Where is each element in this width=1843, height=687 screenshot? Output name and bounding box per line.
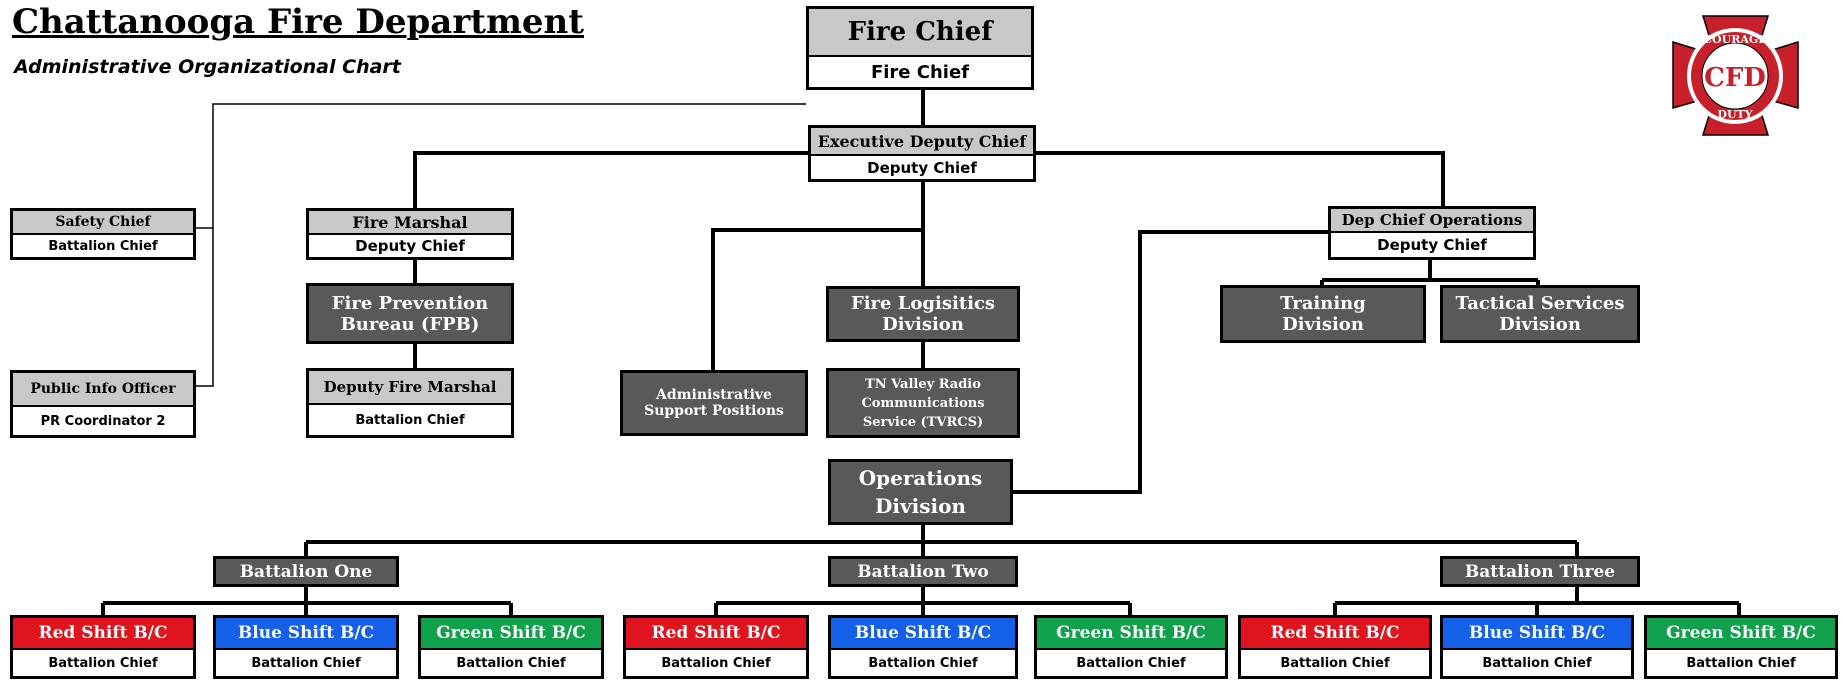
fpb-line1: Fire Prevention (331, 292, 489, 314)
b3-blue-shift-title: Blue Shift B/C (1443, 618, 1631, 650)
training-line1: Training (1280, 293, 1366, 314)
fire-marshal-box: Fire Marshal Deputy Chief (306, 208, 514, 260)
page-title: Chattanooga Fire Department (12, 2, 584, 42)
b1-blue-shift-rank: Battalion Chief (251, 655, 361, 671)
fire-department-logo: COURAGE DUTY CFD (1672, 15, 1799, 136)
tvrcs-line2: Communications (861, 395, 985, 411)
b3-green-shift-rank: Battalion Chief (1686, 655, 1796, 671)
fire-marshal-rank: Deputy Chief (355, 237, 465, 255)
logo-monogram: CFD (1704, 63, 1766, 93)
fpb-line2: Bureau (FPB) (340, 313, 480, 335)
logistics-line2: Division (882, 314, 964, 335)
battalion-two-box: Battalion Two (828, 556, 1018, 587)
exec-deputy-rank: Deputy Chief (867, 158, 977, 177)
operations-division-box: Operations Division (828, 459, 1013, 525)
public-info-box: Public Info Officer PR Coordinator 2 (10, 370, 196, 438)
exec-deputy-box: Executive Deputy Chief Deputy Chief (808, 125, 1036, 182)
b3-blue-shift-rank: Battalion Chief (1482, 655, 1592, 671)
public-info-rank: PR Coordinator 2 (40, 413, 166, 429)
b3-green-shift-title: Green Shift B/C (1647, 618, 1835, 650)
b3-red-shift-title: Red Shift B/C (1241, 618, 1429, 650)
b3-red-shift-box: Red Shift B/C Battalion Chief (1238, 615, 1432, 679)
dep-chief-operations-rank: Deputy Chief (1377, 236, 1487, 254)
fire-marshal-title: Fire Marshal (309, 211, 511, 235)
logo-bottom-text: DUTY (1717, 108, 1752, 121)
admin-support-line2: Support Positions (644, 403, 784, 419)
fire-chief-title: Fire Chief (809, 9, 1031, 57)
b3-blue-shift-box: Blue Shift B/C Battalion Chief (1440, 615, 1634, 679)
page-subtitle: Administrative Organizational Chart (14, 56, 401, 78)
b2-red-shift-box: Red Shift B/C Battalion Chief (623, 615, 809, 679)
b3-green-shift-box: Green Shift B/C Battalion Chief (1644, 615, 1838, 679)
b1-red-shift-title: Red Shift B/C (13, 618, 193, 650)
logistics-division-box: Fire Logisitics Division (826, 286, 1020, 342)
safety-chief-rank: Battalion Chief (48, 238, 158, 254)
tvrcs-line1: TN Valley Radio (865, 376, 981, 392)
safety-chief-title: Safety Chief (13, 211, 193, 235)
b2-green-shift-box: Green Shift B/C Battalion Chief (1034, 615, 1228, 679)
training-line2: Division (1282, 314, 1364, 335)
deputy-fire-marshal-rank: Battalion Chief (355, 412, 465, 428)
battalion-three-box: Battalion Three (1440, 556, 1640, 587)
exec-deputy-title: Executive Deputy Chief (811, 128, 1033, 156)
b2-blue-shift-title: Blue Shift B/C (831, 618, 1015, 650)
training-division-box: Training Division (1220, 285, 1426, 343)
fire-chief-rank: Fire Chief (870, 61, 970, 83)
tvrcs-line3: Service (TVRCS) (862, 414, 984, 430)
b2-blue-shift-box: Blue Shift B/C Battalion Chief (828, 615, 1018, 679)
operations-line2: Division (875, 494, 966, 518)
b1-green-shift-box: Green Shift B/C Battalion Chief (418, 615, 604, 679)
b1-red-shift-rank: Battalion Chief (48, 655, 158, 671)
b2-red-shift-title: Red Shift B/C (626, 618, 806, 650)
safety-chief-box: Safety Chief Battalion Chief (10, 208, 196, 260)
deputy-fire-marshal-title: Deputy Fire Marshal (309, 371, 511, 405)
dep-chief-operations-title: Dep Chief Operations (1331, 209, 1533, 233)
b2-green-shift-title: Green Shift B/C (1037, 618, 1225, 650)
b1-blue-shift-box: Blue Shift B/C Battalion Chief (213, 615, 399, 679)
tactical-line1: Tactical Services (1455, 293, 1625, 314)
public-info-title: Public Info Officer (13, 373, 193, 407)
b2-blue-shift-rank: Battalion Chief (868, 655, 978, 671)
b3-red-shift-rank: Battalion Chief (1280, 655, 1390, 671)
logistics-line1: Fire Logisitics (850, 293, 996, 314)
fire-prevention-bureau-box: Fire Prevention Bureau (FPB) (306, 283, 514, 344)
deputy-fire-marshal-box: Deputy Fire Marshal Battalion Chief (306, 368, 514, 438)
b1-green-shift-rank: Battalion Chief (456, 655, 566, 671)
fire-chief-box: Fire Chief Fire Chief (806, 6, 1034, 90)
admin-support-line1: Administrative (656, 387, 772, 403)
operations-line1: Operations (858, 466, 983, 490)
tactical-services-box: Tactical Services Division (1440, 285, 1640, 343)
b2-green-shift-rank: Battalion Chief (1076, 655, 1186, 671)
b2-red-shift-rank: Battalion Chief (661, 655, 771, 671)
admin-support-box: Administrative Support Positions (620, 370, 808, 436)
tvrcs-box: TN Valley Radio Communications Service (… (826, 368, 1020, 438)
b1-green-shift-title: Green Shift B/C (421, 618, 601, 650)
b1-red-shift-box: Red Shift B/C Battalion Chief (10, 615, 196, 679)
logo-top-text: COURAGE (1703, 33, 1766, 46)
tactical-line2: Division (1499, 314, 1581, 335)
battalion-one-box: Battalion One (213, 556, 399, 587)
b1-blue-shift-title: Blue Shift B/C (216, 618, 396, 650)
dep-chief-operations-box: Dep Chief Operations Deputy Chief (1328, 206, 1536, 260)
